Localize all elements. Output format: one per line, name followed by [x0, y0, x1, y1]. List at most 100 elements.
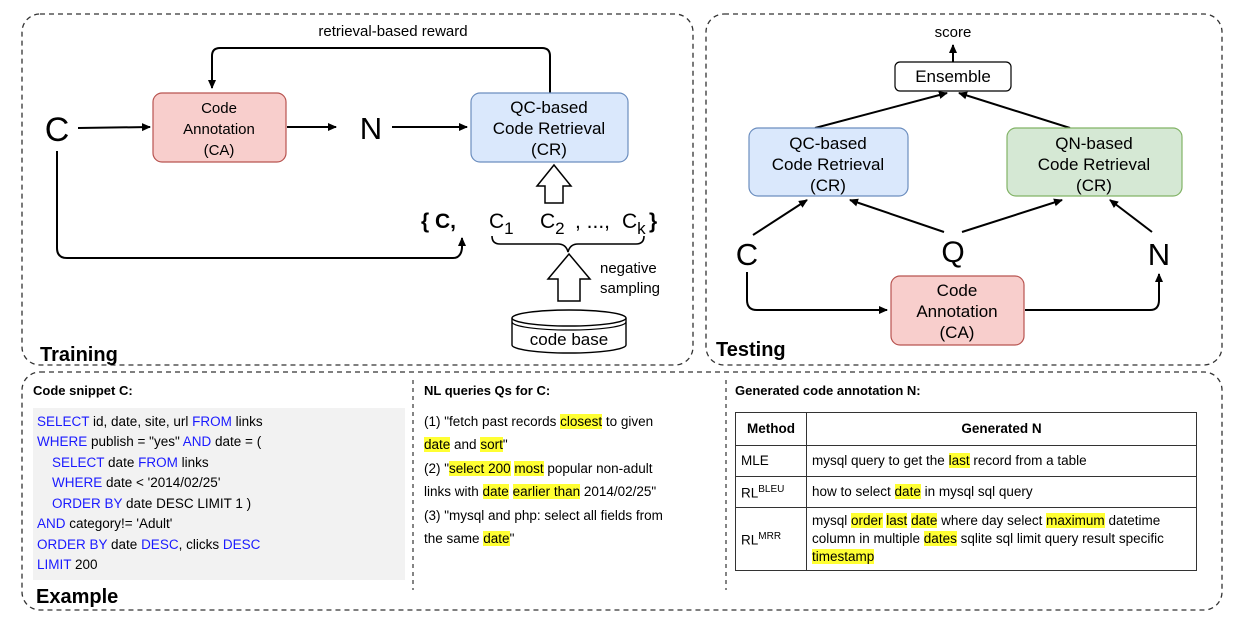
testing-qc-line1: QC-based [789, 134, 866, 153]
score-label: score [935, 24, 972, 41]
annotation-text: datetime column in multiple [812, 512, 1161, 546]
code-text: date DESC LIMIT 1 ) [122, 495, 252, 511]
query-text: " [509, 531, 515, 546]
code-base-arrow [546, 252, 592, 302]
query-text: and [450, 437, 481, 452]
code-text: category!= 'Adult' [65, 516, 173, 531]
sql-keyword: ORDER BY [37, 536, 108, 552]
highlighted-word: date [911, 512, 938, 528]
highlighted-word: sort [480, 437, 503, 452]
query-text: 2014/02/25" [580, 484, 657, 499]
code-text: publish = "yes" [87, 434, 183, 449]
qc-to-ensemble-arrow [814, 91, 948, 129]
annotation-panel: Generated code annotation N: Method Gene… [735, 381, 1210, 571]
candidates-brace [491, 235, 645, 253]
training-c-label: C [45, 111, 70, 149]
queries-block: (1) "fetch past records closest to given… [424, 408, 720, 551]
generated-header: Generated N [806, 411, 1197, 446]
testing-ca-line1: Code [937, 281, 978, 300]
method-header: Method [735, 411, 807, 446]
testing-ca-line3: (CA) [940, 323, 975, 342]
code-snippet-panel: Code snippet C: SELECT id, date, site, u… [33, 381, 405, 580]
reward-label: retrieval-based reward [318, 23, 467, 40]
annotation-text: how to select [812, 483, 895, 499]
highlighted-word: date [894, 483, 921, 499]
code-line: ORDER BY date DESC, clicks DESC [37, 535, 403, 556]
highlighted-word: order [851, 512, 883, 528]
training-panel [21, 13, 694, 366]
training-cr-box [470, 92, 629, 163]
testing-qn-line1: QN-based [1055, 134, 1132, 153]
highlighted-word: earlier than [512, 484, 581, 499]
code-text: , clicks [178, 536, 223, 552]
method-superscript: MRR [758, 530, 782, 542]
highlighted-word: date [482, 484, 509, 499]
example-section-label: Example [36, 586, 118, 608]
testing-c-label: C [736, 237, 758, 272]
query-text: popular non-adult [543, 460, 653, 476]
code-line: SELECT date FROM links [37, 453, 403, 474]
testing-qn-line2: Code Retrieval [1038, 155, 1150, 174]
code-line: SELECT id, date, site, url FROM links [37, 412, 403, 433]
annotation-text: where day select [937, 512, 1047, 528]
candidate-c1: C [489, 210, 504, 233]
sql-keyword: WHERE [37, 434, 88, 449]
training-ca-line2: Annotation [183, 121, 255, 138]
code-base-cylinder [511, 309, 627, 354]
query-text: (1) "fetch past records [424, 413, 561, 429]
sql-keyword: DESC [222, 536, 261, 552]
highlighted-word: date [424, 437, 451, 452]
training-cr-line1: QC-based [510, 98, 587, 117]
testing-ca-box [890, 275, 1025, 346]
n-to-qn-arrow [1109, 199, 1153, 233]
ensemble-label: Ensemble [915, 67, 991, 86]
training-cr-line3: (CR) [531, 140, 567, 159]
method-cell: RLBLEU [735, 475, 807, 508]
candidate-c2: C [540, 210, 555, 233]
testing-qn-line3: (CR) [1076, 176, 1112, 195]
sql-keyword: SELECT [52, 454, 105, 470]
code-snippet-title: Code snippet C: [33, 383, 133, 398]
query-text: the same [424, 531, 484, 546]
candidate-open: { C, [421, 210, 456, 233]
queries-panel: NL queries Qs for C: (1) "fetch past rec… [424, 381, 720, 551]
annotation-text: record from a table [969, 452, 1087, 468]
ensemble-box [894, 61, 1012, 92]
annotation-text: mysql query to get the [812, 452, 949, 468]
code-text [37, 475, 52, 490]
sql-keyword: FROM [138, 454, 178, 470]
annotation-title: Generated code annotation N: [735, 383, 921, 398]
training-section-label: Training [40, 344, 118, 366]
testing-qc-box [748, 127, 909, 197]
generated-cell: mysql query to get the last record from … [806, 444, 1197, 477]
c-to-candidates-arrow [56, 151, 466, 259]
sql-keyword: DESC [141, 536, 179, 552]
testing-q-label: Q [941, 236, 964, 269]
training-ca-line3: (CA) [204, 142, 235, 159]
highlighted-word: timestamp [812, 548, 875, 564]
query-line: links with date earlier than 2014/02/25" [424, 480, 720, 504]
code-text: date [107, 536, 142, 552]
sql-keyword: AND [182, 434, 212, 449]
code-text: 200 [71, 557, 98, 572]
query-text: (2) " [424, 460, 450, 476]
highlighted-word: maximum [1046, 512, 1105, 528]
query-text: to given [602, 413, 654, 429]
code-text [37, 455, 52, 470]
testing-panel [705, 13, 1223, 366]
code-text: date = ( [211, 434, 262, 449]
query-text: links with [424, 484, 483, 499]
training-cr-line2: Code Retrieval [493, 119, 605, 138]
query-line: the same date" [424, 527, 720, 551]
candidate-ck: C [622, 210, 637, 233]
method-cell: MLE [735, 444, 807, 477]
query-line: (2) "select 200 most popular non-adult [424, 457, 720, 481]
annotation-text: mysql [812, 512, 852, 528]
code-text: id, date, site, url [89, 413, 193, 429]
q-to-qn-arrow [961, 198, 1063, 233]
